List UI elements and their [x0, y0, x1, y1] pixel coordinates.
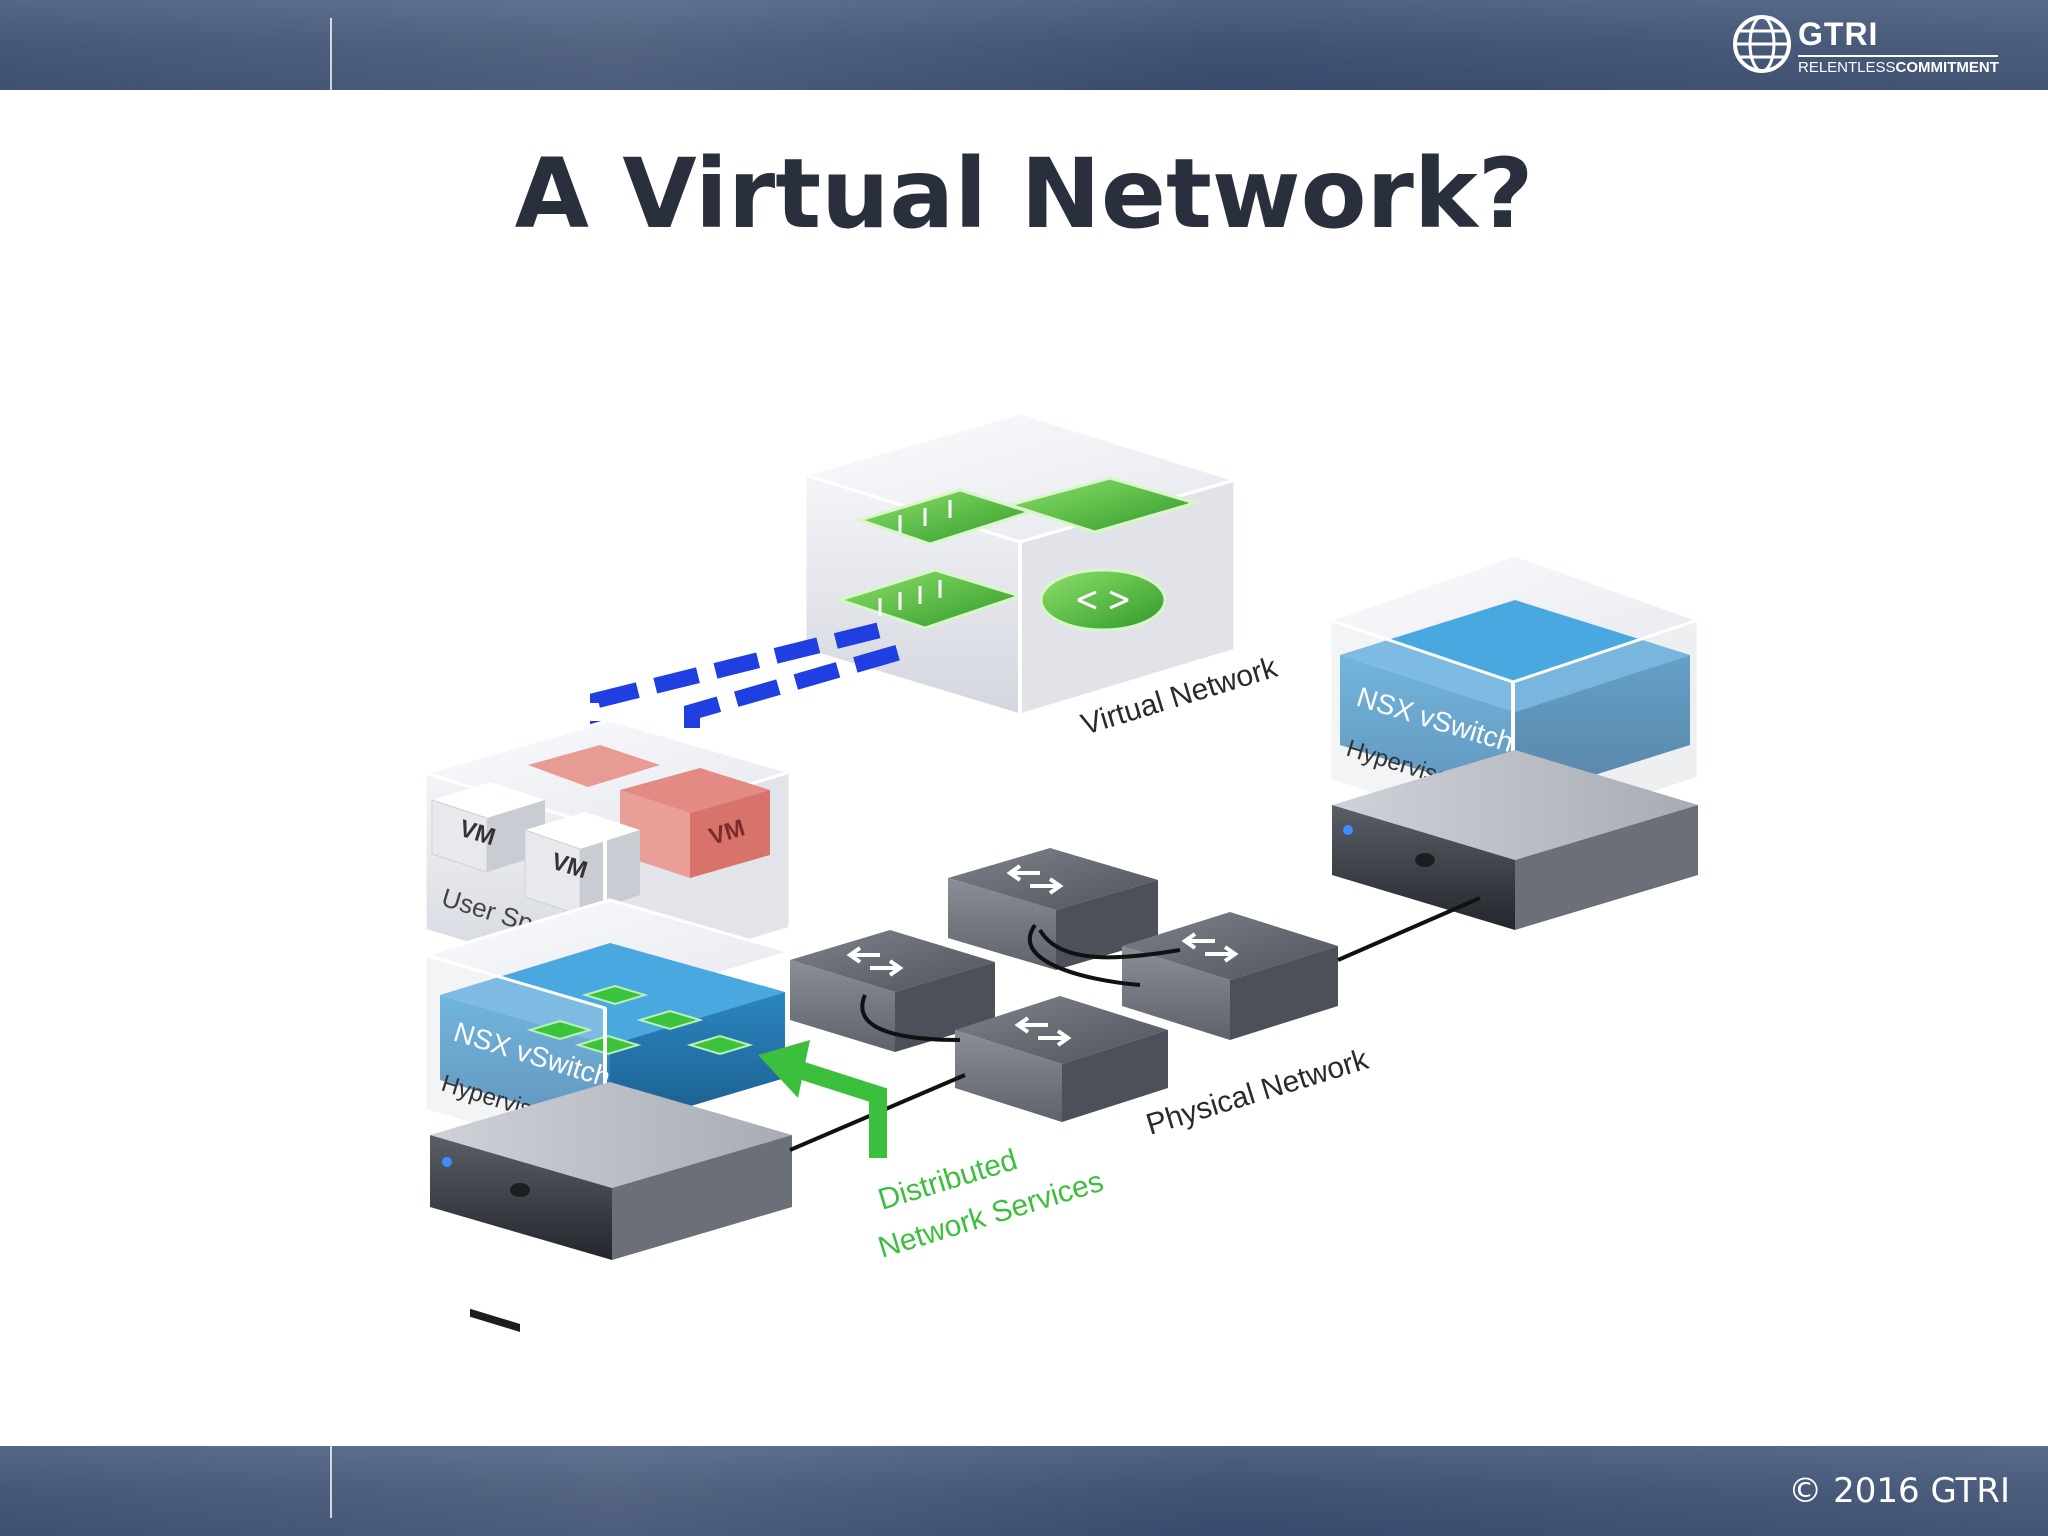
header-band: GTRI RELENTLESSCOMMITMENT	[0, 0, 2048, 90]
service-tile-3	[574, 1034, 642, 1056]
globe-icon	[1733, 15, 1791, 73]
virtual-router-tile	[1039, 568, 1167, 632]
service-tile-4	[636, 1009, 704, 1031]
physical-switch-4	[955, 996, 1168, 1122]
copyright-text: © 2016 GTRI	[1788, 1471, 2010, 1511]
footer-divider	[330, 1446, 332, 1518]
logo-rule	[1798, 55, 1998, 57]
logo-tag-bold: COMMITMENT	[1895, 59, 1999, 76]
service-tile-5	[686, 1034, 754, 1056]
right-server	[1332, 750, 1698, 930]
logo-name: GTRI	[1798, 16, 1879, 52]
header-sheen	[0, 0, 2048, 90]
slide-title: A Virtual Network?	[514, 138, 1534, 250]
left-server	[430, 1082, 792, 1332]
footer-band	[0, 1446, 2048, 1536]
service-tile-2	[526, 1019, 594, 1041]
virtual-firewall-tile	[1004, 476, 1201, 534]
footer-sheen	[0, 1446, 2048, 1536]
service-tile-1	[581, 984, 649, 1006]
logo-tag-light: RELENTLESS	[1798, 59, 1896, 76]
gtri-logo: GTRI RELENTLESSCOMMITMENT	[1732, 14, 2012, 76]
services-arrow	[758, 1040, 887, 1158]
physical-network-label: Physical Network	[1142, 1043, 1373, 1142]
physical-switch-3	[1122, 912, 1338, 1040]
header-divider	[330, 18, 332, 90]
logo-tagline: RELENTLESSCOMMITMENT	[1798, 59, 1999, 76]
virtual-network-cube	[799, 411, 1241, 718]
